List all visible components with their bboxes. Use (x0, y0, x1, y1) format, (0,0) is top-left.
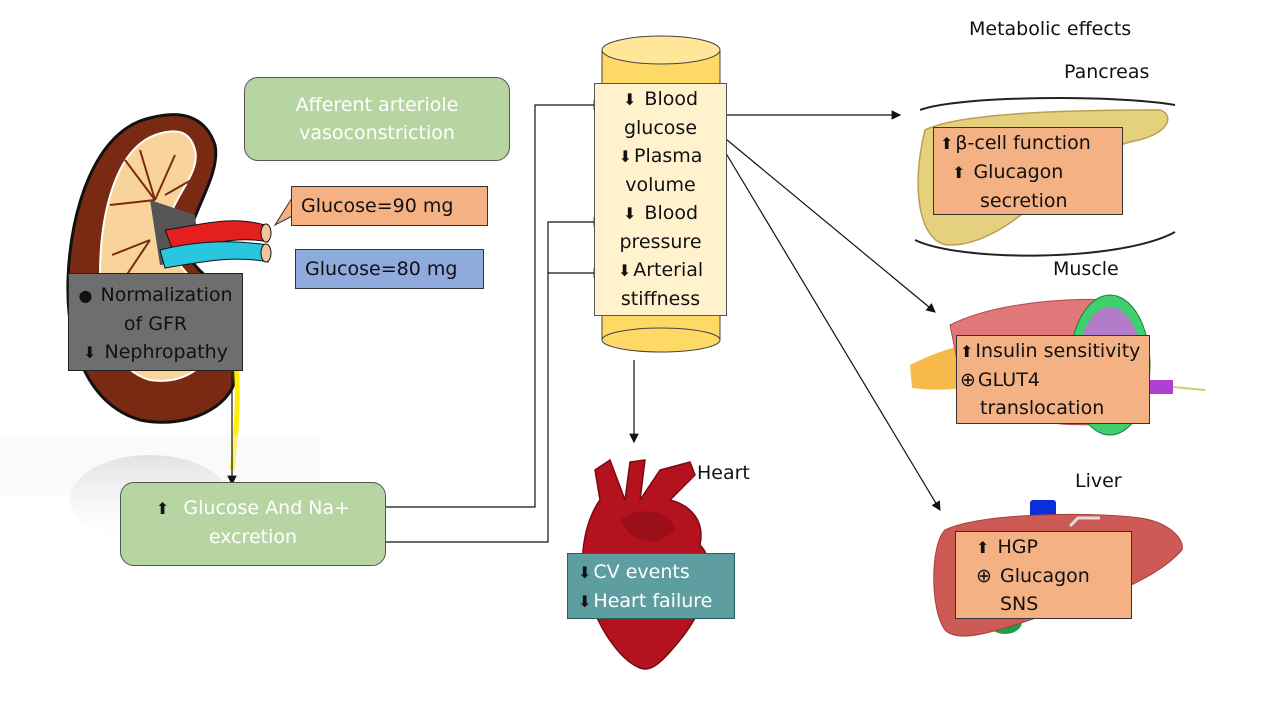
muscle-item-insulin: ⬆Insulin sensitivity (960, 337, 1149, 366)
bullet-icon: ● (78, 286, 93, 305)
down-arrow-icon: ⬇ (578, 563, 592, 582)
muscle-item-glut4: ⊕GLUT4 (960, 366, 1149, 394)
cyl-item-bp-2: pressure (619, 231, 702, 253)
cyl-item-blood-glucose-2: glucose (623, 117, 698, 139)
up-arrow-icon: ⬆ (960, 342, 974, 361)
liver-item-glucagon: ⊕ Glucagon (976, 562, 1131, 590)
afferent-line-1: Afferent arteriole (295, 94, 459, 116)
cyl-item-plasma-2: volume (625, 174, 696, 196)
liver-effects-box: ⬆ HGP ⊕ Glucagon SNS (955, 531, 1132, 619)
liver-item-hgp: ⬆ HGP (976, 533, 1131, 562)
glucose-90-box: Glucose=90 mg (291, 186, 488, 226)
oplus-icon: ⊕ (960, 369, 976, 391)
afferent-arteriole-box: Afferent arteriole vasoconstriction (244, 77, 510, 161)
muscle-label: Muscle (1053, 258, 1119, 280)
gfr-item-3: ⬇ Nephropathy (69, 338, 242, 367)
heart-effects-box: ⬇CV events ⬇Heart failure (567, 553, 735, 619)
glucose-80-label: Glucose=80 mg (305, 258, 458, 280)
pancreas-item-secretion: secretion (980, 190, 1068, 212)
cyl-item-blood-glucose-1: ⬇ Blood (595, 85, 726, 114)
muscle-effects-box: ⬆Insulin sensitivity ⊕GLUT4 translocatio… (956, 335, 1150, 424)
oplus-icon: ⊕ (976, 565, 992, 587)
gfr-box: ● Normalization of GFR ⬇ Nephropathy (68, 273, 243, 371)
cyl-item-bp-1: ⬇ Blood (595, 199, 726, 228)
gfr-item-1: ● Normalization (69, 281, 242, 310)
pancreas-item-beta-cell: ⬆β-cell function (940, 129, 1122, 158)
cyl-item-stiffness-2: stiffness (620, 288, 701, 310)
cyl-item-stiffness-1: ⬇Arterial (595, 256, 726, 285)
down-arrow-icon: ⬇ (622, 204, 637, 223)
up-arrow-icon: ⬆ (976, 538, 990, 557)
excretion-line-1: Glucose And Na+ (183, 497, 351, 519)
systemic-effects-box: ⬇ Blood glucose ⬇Plasma volume ⬇ Blood p… (594, 83, 727, 316)
down-arrow-icon: ⬇ (618, 147, 632, 166)
pancreas-label: Pancreas (1064, 61, 1150, 83)
down-arrow-icon: ⬇ (622, 90, 637, 109)
glucose-na-excretion-box: ⬆ Glucose And Na+ excretion (120, 482, 386, 566)
glucose-80-box: Glucose=80 mg (295, 249, 484, 289)
pancreas-effects-box: ⬆β-cell function ⬆ Glucagon secretion (933, 127, 1123, 215)
down-arrow-icon: ⬇ (617, 261, 632, 280)
down-arrow-icon: ⬇ (83, 343, 97, 362)
up-arrow-icon: ⬆ (155, 499, 170, 518)
gfr-item-2: of GFR (123, 313, 188, 335)
up-arrow-icon: ⬆ (940, 134, 954, 153)
heart-item-cv-events: ⬇CV events (578, 558, 734, 587)
up-arrow-icon: ⬆ (952, 163, 966, 182)
metabolic-effects-title: Metabolic effects (969, 18, 1132, 40)
liver-label: Liver (1075, 470, 1122, 492)
heart-label: Heart (697, 462, 750, 484)
muscle-item-translocation: translocation (980, 397, 1105, 419)
excretion-line-2: excretion (208, 526, 298, 548)
liver-item-sns: SNS (1000, 593, 1039, 615)
pancreas-item-glucagon: ⬆ Glucagon (940, 158, 1122, 187)
down-arrow-icon: ⬇ (578, 592, 592, 611)
cyl-item-plasma-1: ⬇Plasma (595, 142, 726, 171)
glucose-90-label: Glucose=90 mg (301, 195, 454, 217)
afferent-line-2: vasoconstriction (299, 122, 455, 144)
connector-lines (227, 100, 941, 543)
heart-item-heart-failure: ⬇Heart failure (578, 587, 734, 616)
